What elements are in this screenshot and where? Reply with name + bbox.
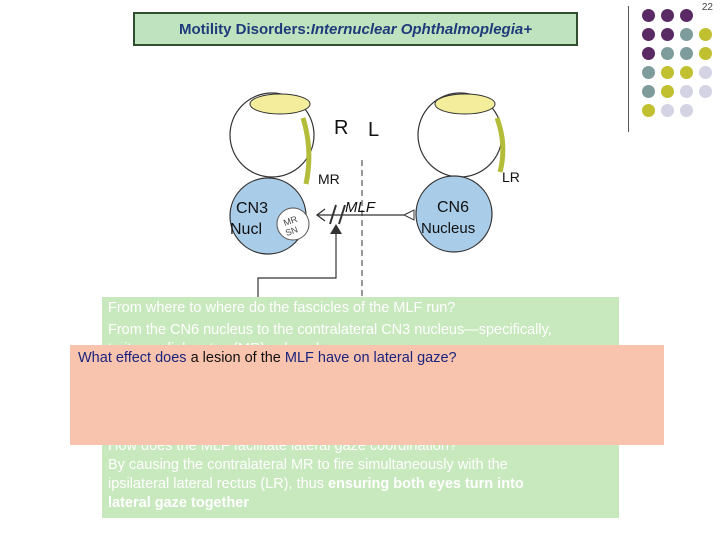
- dot-olive: [661, 66, 674, 79]
- slide-number: 22: [701, 2, 713, 13]
- mr-subnucleus: [276, 207, 310, 241]
- answer-2-line2-plain: ipsilateral lateral rectus (LR), thus: [108, 476, 328, 492]
- dot-olive: [680, 66, 693, 79]
- popup-question: What effect does a lesion of the MLF hav…: [78, 350, 457, 366]
- answer-1-line1: From the CN6 nucleus to the contralatera…: [108, 322, 552, 338]
- dot-lavender: [661, 104, 674, 117]
- mlf-origin-marker: [402, 209, 415, 221]
- dot-purple: [642, 47, 655, 60]
- dot-teal: [680, 47, 693, 60]
- lesion-mark: [329, 204, 337, 225]
- dot-teal: [642, 66, 655, 79]
- vertical-divider: [628, 6, 629, 132]
- slide-title: Motility Disorders: Internuclear Ophthal…: [133, 12, 578, 46]
- label-lr: LR: [502, 169, 520, 185]
- mlf-arrowhead: [315, 208, 326, 222]
- question-popup: What effect does a lesion of the MLF hav…: [70, 345, 664, 445]
- title-italic: Internuclear Ophthalmoplegia+: [310, 20, 532, 38]
- lesion-mark: [338, 204, 346, 225]
- dot-olive: [699, 28, 712, 41]
- left-lateral-rectus: [494, 117, 506, 173]
- dot-lavender: [699, 85, 712, 98]
- popup-part1: What effect does: [78, 350, 187, 366]
- dot-teal: [680, 28, 693, 41]
- cn3-sub-mr: MR: [282, 214, 299, 228]
- cn3-sub-sn: SN: [284, 224, 299, 238]
- answer-2-line2-bold: ensuring both eyes turn into: [328, 476, 524, 492]
- label-left-side: L: [368, 119, 379, 141]
- dot-purple: [661, 9, 674, 22]
- label-mr: MR: [318, 171, 340, 187]
- right-medial-rectus: [300, 117, 312, 185]
- dot-lavender: [680, 104, 693, 117]
- dot-teal: [642, 85, 655, 98]
- right-eye: [229, 92, 315, 178]
- connector-arrowhead: [330, 224, 342, 234]
- popup-part4: have on lateral gaze?: [313, 350, 457, 366]
- right-eye-lens: [249, 93, 311, 115]
- dot-purple: [642, 28, 655, 41]
- dot-lavender: [680, 85, 693, 98]
- popup-part3: MLF: [284, 350, 314, 366]
- question-1: From where to where do the fascicles of …: [108, 300, 456, 316]
- title-prefix: Motility Disorders:: [179, 20, 311, 38]
- dot-purple: [661, 28, 674, 41]
- cn6-nucleus: [415, 175, 493, 253]
- dot-olive: [642, 104, 655, 117]
- dot-lavender: [699, 66, 712, 79]
- dot-purple: [680, 9, 693, 22]
- dot-purple: [642, 9, 655, 22]
- answer-2-line2: ipsilateral lateral rectus (LR), thus en…: [108, 475, 613, 494]
- answer-2-line3-bold: lateral gaze together: [108, 495, 250, 511]
- connector-line: [257, 226, 337, 302]
- cn3-line2: Nucl: [230, 221, 262, 238]
- left-eye-lens: [434, 93, 496, 115]
- label-mlf: MLF: [345, 199, 376, 216]
- dot-teal: [661, 47, 674, 60]
- answer-2-line3: lateral gaze together: [108, 494, 613, 513]
- popup-part2: a lesion of the: [186, 350, 285, 366]
- answer-2-line1: By causing the contralateral MR to fire …: [108, 457, 508, 473]
- dot-olive: [661, 85, 674, 98]
- cn3-line1: CN3: [236, 200, 268, 217]
- label-right-side: R: [334, 117, 348, 139]
- cn6-line1: CN6: [437, 199, 469, 216]
- cn6-line2: Nucleus: [421, 220, 475, 237]
- dot-olive: [699, 47, 712, 60]
